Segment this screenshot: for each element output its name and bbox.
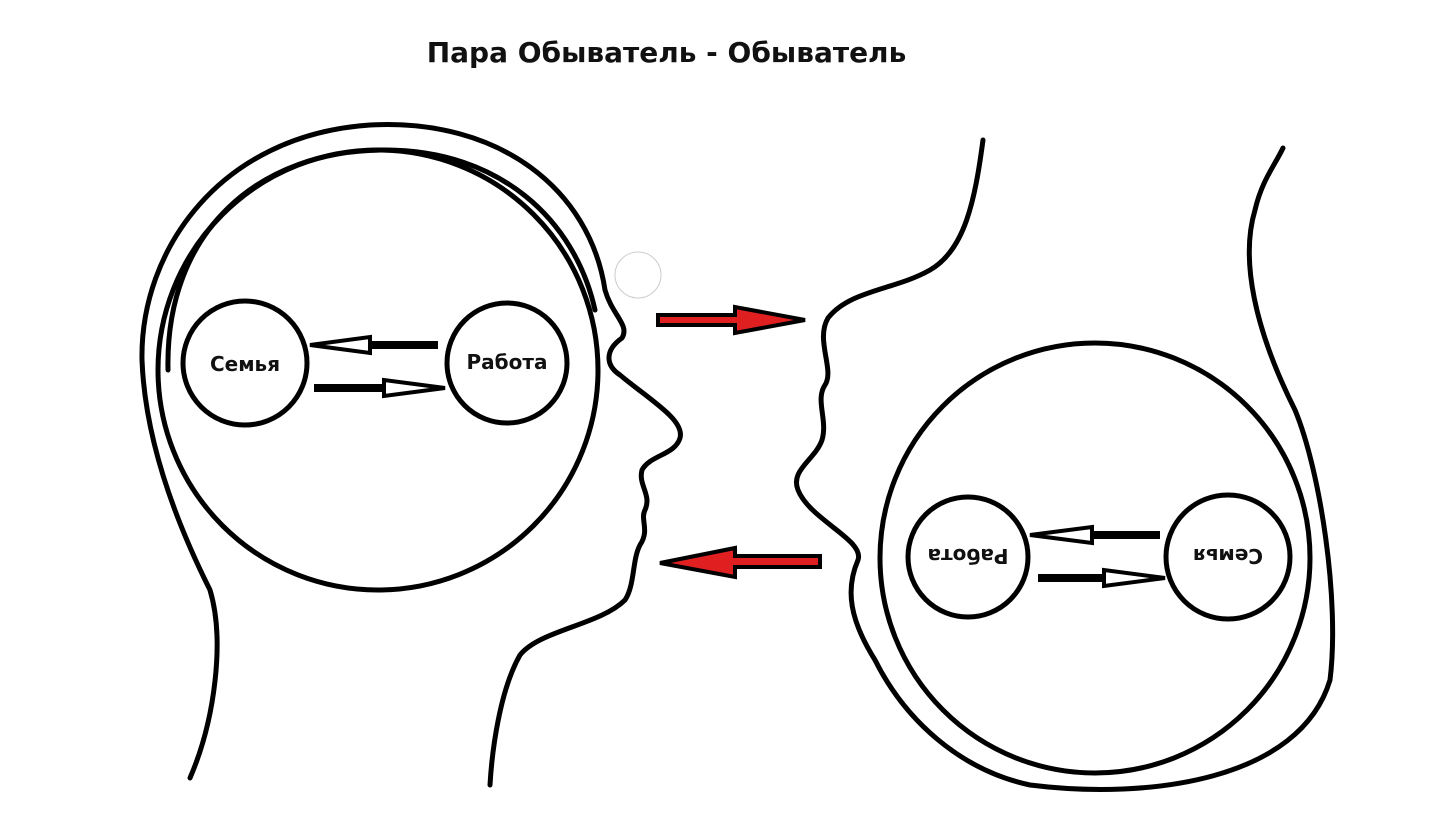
left-family-circle — [180, 298, 310, 428]
left-work-circle — [444, 300, 570, 426]
left-family-label: Семья — [210, 352, 280, 376]
left-arrow-family-to-work — [314, 377, 446, 399]
left-head-outline — [139, 122, 683, 788]
red-arrow-left-to-right — [656, 304, 806, 336]
diagram-title: Пара Обыватель - Обыватель — [426, 36, 907, 69]
red-arrow-right-to-left — [659, 545, 822, 580]
left-work-label: Работа — [467, 350, 548, 374]
right-work-label: Работа — [928, 544, 1009, 568]
right-family-label: Семья — [1193, 544, 1263, 568]
faint-circle — [614, 251, 662, 299]
left-arrow-work-to-family — [309, 334, 438, 356]
left-mind-circle — [155, 147, 601, 593]
right-arrow-work-to-family — [1038, 567, 1166, 589]
left-head: Семья Работа — [139, 122, 683, 788]
right-family-circle — [1163, 492, 1293, 622]
left-head-inner-outline — [165, 147, 598, 373]
right-head: Работа Семья — [793, 137, 1336, 792]
right-mind-circle — [877, 340, 1313, 776]
right-head-outline — [793, 137, 1336, 792]
right-arrow-family-to-work — [1029, 524, 1160, 546]
right-work-circle — [905, 494, 1031, 620]
